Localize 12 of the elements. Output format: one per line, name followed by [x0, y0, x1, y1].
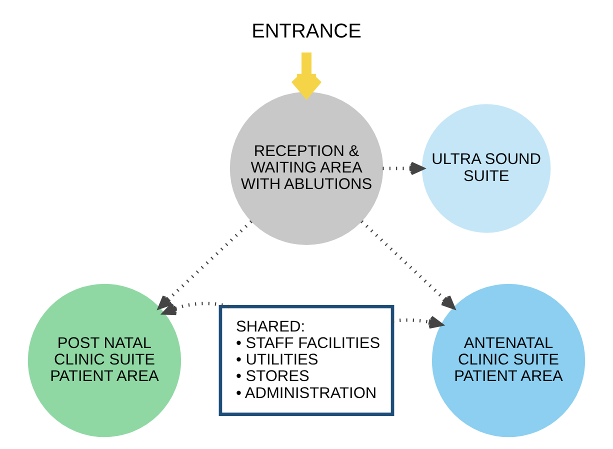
node-box: SHARED: • STAFF FACILITIES • UTILITIES • STORES • ADMINISTRATION: [218, 304, 394, 416]
node-text: ENTRANCE: [252, 20, 362, 42]
arrow: [290, 52, 323, 98]
node-circle: POST NATAL CLINIC SUITE PATIENT AREA: [28, 284, 182, 438]
arrow: [162, 302, 230, 316]
node-circle: RECEPTION & WAITING AREA WITH ABLUTIONS: [230, 92, 384, 246]
arrow: [360, 220, 456, 310]
node-circle: ULTRA SOUND SUITE: [422, 104, 551, 233]
node-circle: ANTENATAL CLINIC SUITE PATIENT AREA: [432, 284, 586, 438]
arrow: [158, 220, 252, 310]
arrow: [382, 162, 424, 176]
arrow: [392, 316, 443, 329]
